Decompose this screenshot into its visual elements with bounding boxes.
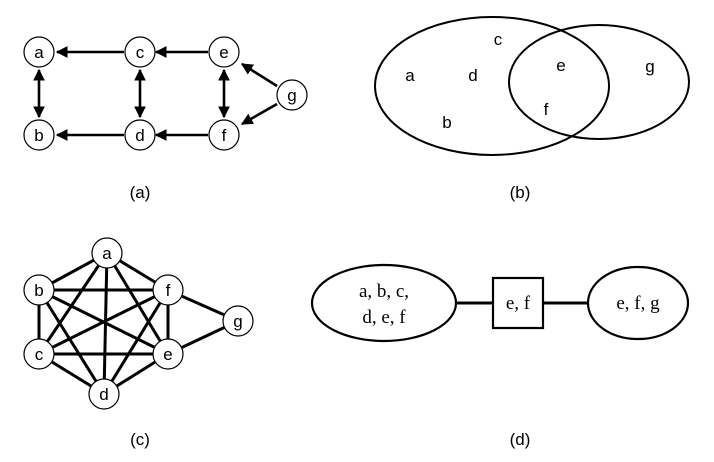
svg-text:a: a (34, 43, 44, 62)
caption-a: (a) (130, 183, 151, 202)
node-g: g (276, 79, 308, 111)
venn-label-c: c (494, 30, 503, 49)
svg-text:f: f (166, 281, 171, 300)
svg-text:d: d (99, 385, 108, 404)
clique-node-efg-label: e, f, g (616, 293, 660, 314)
edge-b-d (37, 289, 106, 395)
separator-node-ef-label: e, f (506, 293, 531, 314)
node-d: d (124, 119, 156, 151)
node-b: b (23, 119, 55, 151)
node-a: a (91, 237, 123, 269)
venn-set-left (374, 16, 610, 156)
edge-f-d (102, 289, 170, 395)
venn-label-g: g (645, 57, 654, 76)
edge-a-c (37, 252, 109, 355)
svg-text:a: a (102, 244, 112, 263)
node-c: c (124, 36, 156, 68)
node-a: a (23, 36, 55, 68)
venn-label-b: b (442, 113, 451, 132)
svg-text:e: e (163, 345, 172, 364)
panel-a: a b c d e f g (a) (23, 36, 308, 202)
edge-g-to-e (241, 62, 278, 88)
node-c: c (23, 338, 55, 370)
venn-label-a: a (405, 66, 415, 85)
caption-b: (b) (510, 183, 531, 202)
node-b: b (23, 274, 55, 306)
svg-text:b: b (34, 281, 43, 300)
venn-label-f: f (544, 100, 549, 119)
venn-set-right (508, 24, 690, 140)
node-d: d (88, 378, 120, 410)
clique-node-abcdef (310, 263, 458, 343)
clique-node-efg (586, 265, 690, 341)
node-e: e (152, 338, 184, 370)
caption-c: (c) (130, 430, 150, 449)
clique-node-abcdef-line1: a, b, c, (359, 281, 409, 302)
node-e: e (208, 36, 240, 68)
svg-text:c: c (35, 345, 44, 364)
node-f: f (208, 119, 240, 151)
svg-text:f: f (222, 126, 227, 145)
node-g: g (222, 305, 254, 337)
edge-f-c (38, 288, 169, 356)
svg-text:c: c (136, 43, 145, 62)
svg-text:g: g (233, 312, 242, 331)
panel-d: a, b, c, d, e, f e, f e, f, g (d) (310, 263, 690, 449)
separator-node-ef (491, 276, 545, 330)
svg-text:d: d (135, 126, 144, 145)
clique-node-abcdef-line2: d, e, f (362, 307, 406, 328)
svg-text:g: g (287, 86, 296, 105)
panel-c: a b f g c e d (c) (23, 237, 254, 449)
edge-g-to-f (240, 102, 278, 126)
svg-text:b: b (34, 126, 43, 145)
venn-label-d: d (468, 66, 477, 85)
panel-b: c a d b e f g (b) (374, 16, 690, 202)
svg-text:e: e (219, 43, 228, 62)
venn-label-e: e (556, 56, 565, 75)
caption-d: (d) (510, 430, 531, 449)
node-f: f (152, 274, 184, 306)
